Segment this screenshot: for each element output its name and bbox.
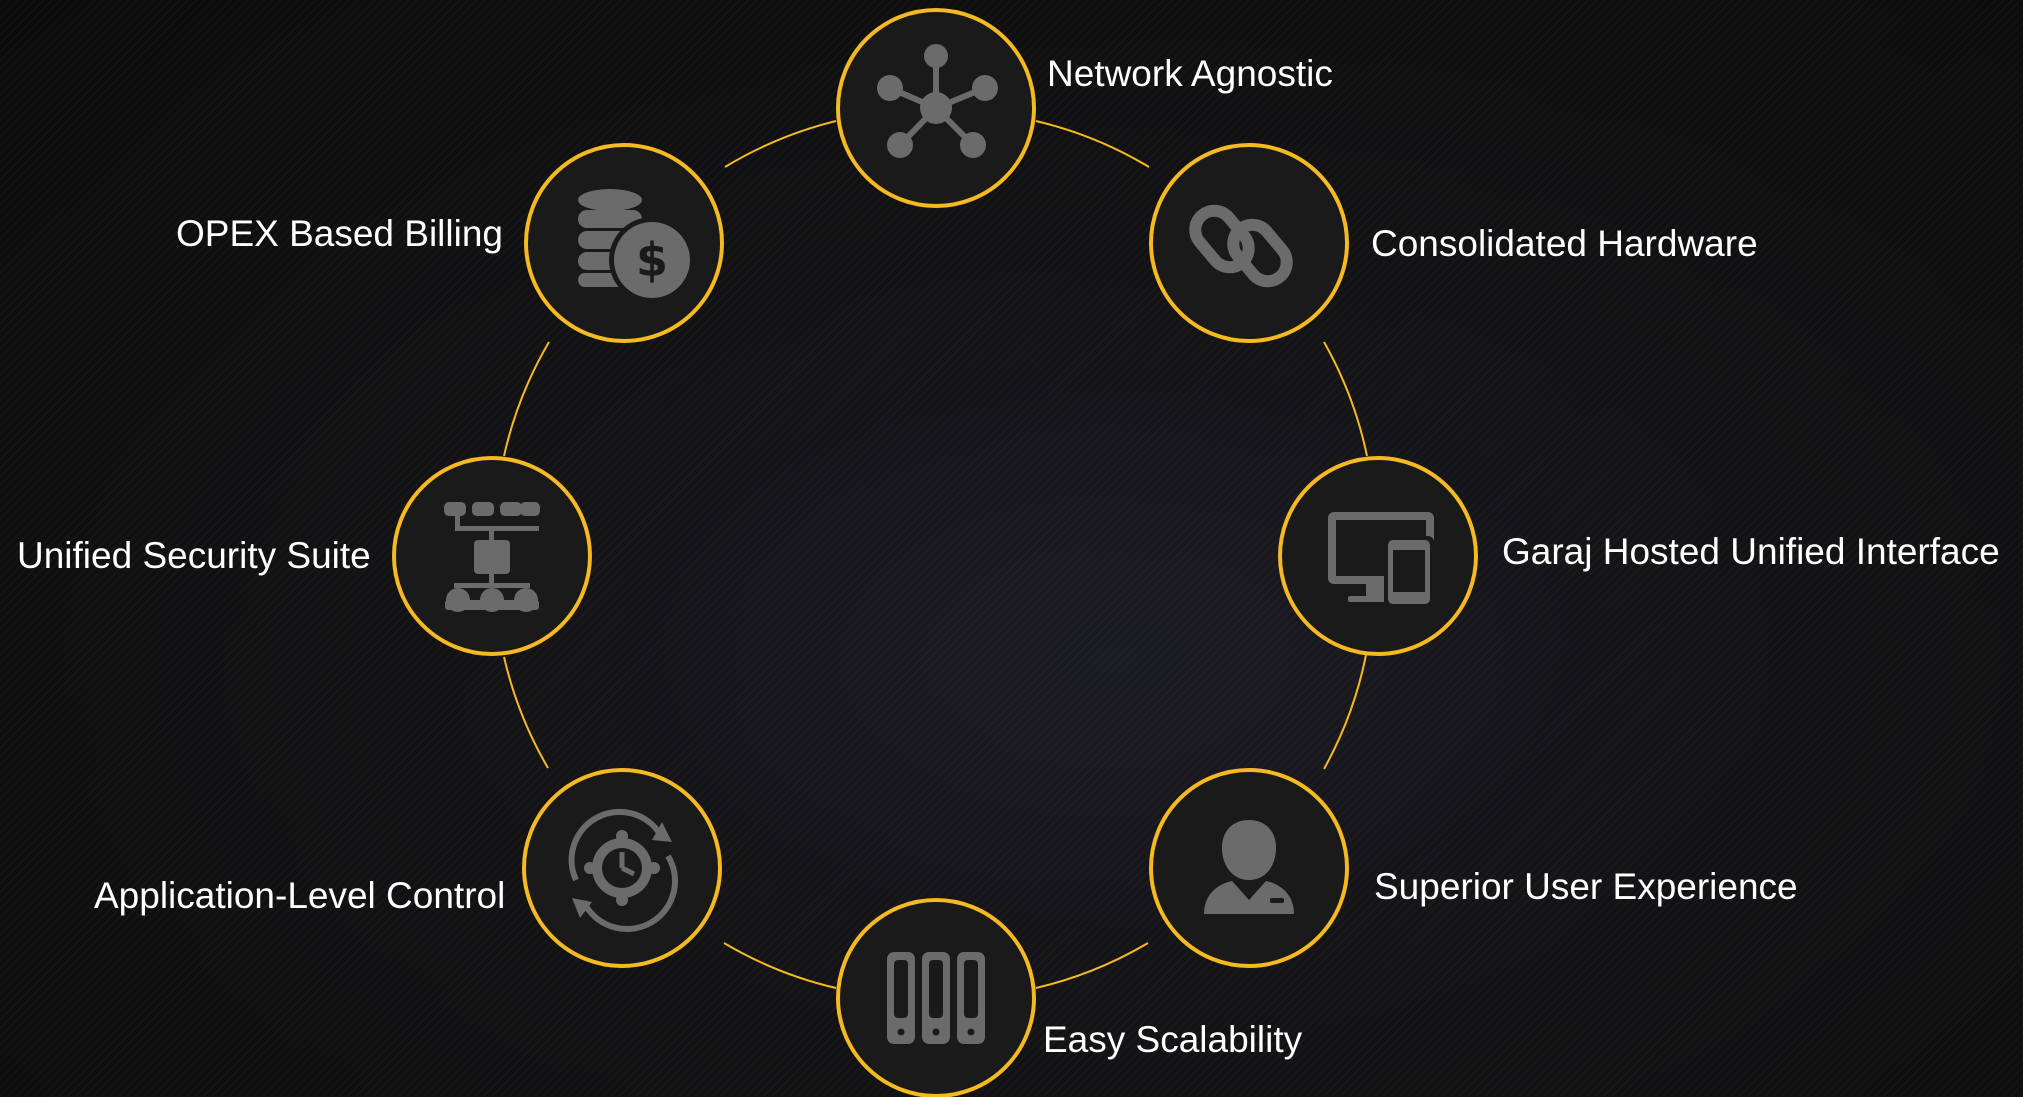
node-easy-scalability (836, 898, 1036, 1097)
label-application-level-control: Application-Level Control (94, 875, 506, 916)
connector-arc (724, 120, 837, 168)
connector-arc (1323, 341, 1368, 457)
ring-connectors (503, 120, 1368, 989)
node-consolidated-hardware (1149, 143, 1349, 343)
connector-arc (1323, 654, 1367, 770)
connector-arc (1035, 942, 1149, 989)
node-unified-security-suite (392, 456, 592, 656)
node-garaj-hosted-unified-interface (1278, 456, 1478, 656)
connector-arc (503, 341, 550, 457)
hierarchy-icon (444, 502, 540, 612)
label-superior-user-experience: Superior User Experience (1374, 866, 1798, 907)
connector-arc (503, 656, 549, 769)
connector-arc (723, 942, 837, 989)
connector-arc (1035, 120, 1150, 168)
label-opex-based-billing: OPEX Based Billing (176, 213, 504, 254)
coins-dollar-icon: $ (578, 189, 695, 303)
network-hub-icon (877, 44, 998, 158)
node-network-agnostic (836, 8, 1036, 208)
chain-link-icon (1189, 204, 1293, 288)
label-garaj-hosted-unified-interface: Garaj Hosted Unified Interface (1502, 531, 2000, 572)
label-network-agnostic: Network Agnostic (1047, 53, 1333, 94)
node-superior-user-experience (1149, 768, 1349, 968)
clock-gear-icon (568, 808, 678, 933)
user-icon (1204, 820, 1294, 914)
node-application-level-control (522, 768, 722, 968)
svg-text:$: $ (636, 233, 668, 287)
server-racks-icon (887, 952, 985, 1044)
label-easy-scalability: Easy Scalability (1043, 1019, 1303, 1060)
monitor-devices-icon (1328, 512, 1434, 608)
label-unified-security-suite: Unified Security Suite (17, 535, 371, 576)
node-opex-based-billing: $ (524, 143, 724, 343)
label-consolidated-hardware: Consolidated Hardware (1371, 223, 1758, 264)
